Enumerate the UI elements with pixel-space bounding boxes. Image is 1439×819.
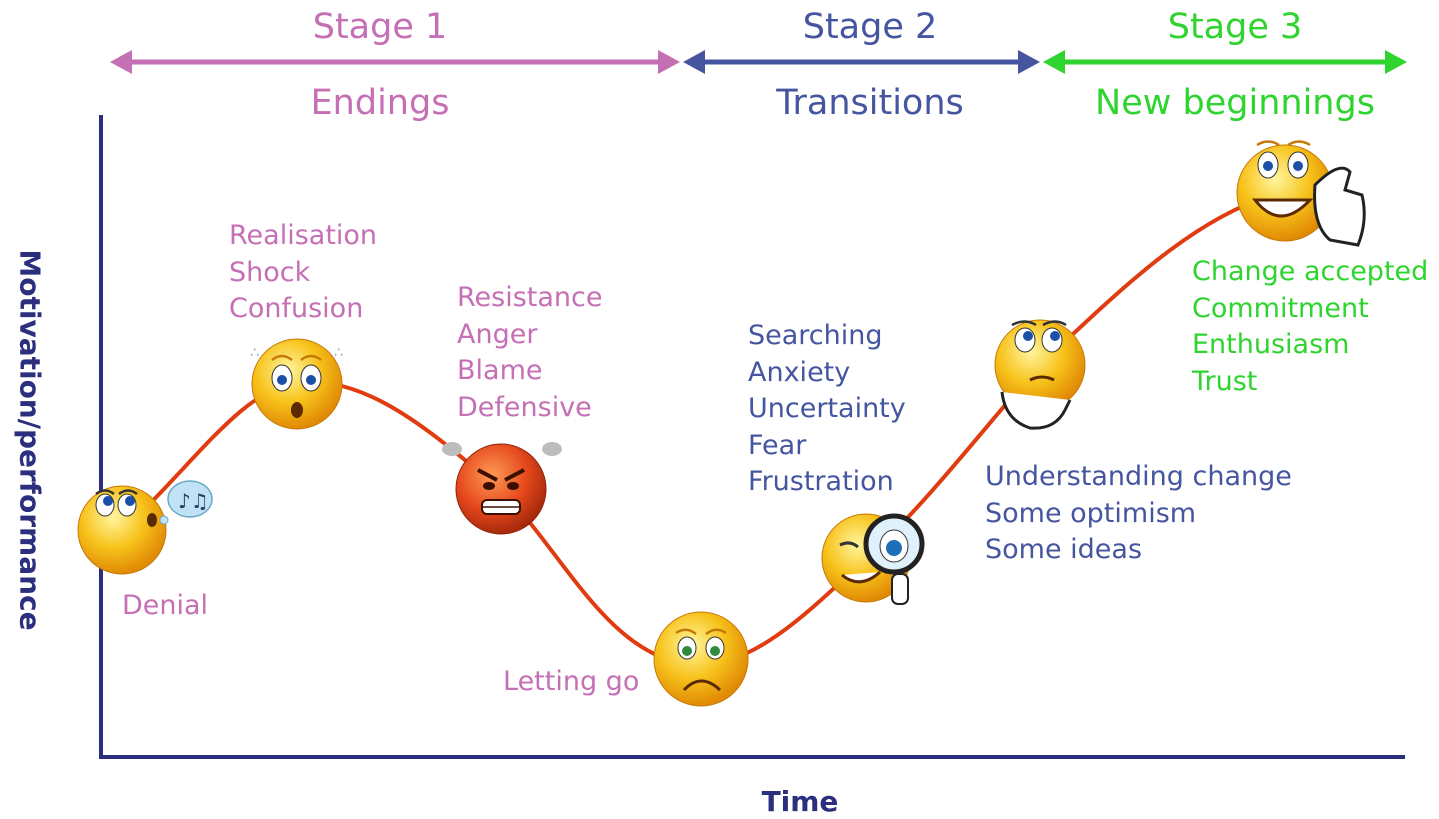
label-line: Trust bbox=[1192, 365, 1258, 397]
surprised-face-icon: ∴ ∴ bbox=[250, 338, 343, 430]
stage-2-header: Stage 2 Transitions bbox=[720, 7, 1020, 123]
label-line: Some optimism bbox=[985, 497, 1197, 529]
stage-2-arrow bbox=[683, 50, 1040, 74]
label-understanding: Understanding change Some optimism Some … bbox=[985, 459, 1292, 569]
sad-face-icon bbox=[653, 611, 749, 707]
stage-1-subtitle: Endings bbox=[310, 83, 450, 123]
label-line: Commitment bbox=[1192, 292, 1369, 324]
label-line: Anxiety bbox=[748, 356, 851, 388]
label-denial: Denial bbox=[122, 588, 208, 625]
label-resistance: Resistance Anger Blame Defensive bbox=[457, 280, 603, 426]
label-line: Searching bbox=[748, 320, 883, 351]
stage-1-arrow bbox=[110, 50, 680, 74]
label-line: Enthusiasm bbox=[1192, 329, 1350, 360]
angry-face-icon bbox=[442, 442, 562, 535]
label-line: Shock bbox=[229, 256, 311, 288]
label-line: Frustration bbox=[748, 466, 894, 497]
stage-1-title: Stage 1 bbox=[312, 7, 448, 47]
label-line: Understanding change bbox=[985, 461, 1292, 492]
svg-text:∴: ∴ bbox=[250, 345, 259, 361]
label-line: Resistance bbox=[457, 282, 603, 313]
label-letting-go: Letting go bbox=[503, 664, 639, 701]
svg-text:∴: ∴ bbox=[334, 345, 343, 361]
thumbs-up-face-icon bbox=[1236, 140, 1366, 247]
stage-3-header: Stage 3 New beginnings bbox=[1070, 7, 1400, 123]
thinking-denial-face-icon: ♪♫ bbox=[77, 480, 213, 575]
stage-2-title: Stage 2 bbox=[802, 7, 938, 47]
pondering-face-icon bbox=[994, 319, 1086, 430]
svg-text:♪♫: ♪♫ bbox=[178, 489, 209, 513]
label-line: Denial bbox=[122, 590, 209, 621]
label-line: Some ideas bbox=[985, 534, 1143, 565]
label-searching: Searching Anxiety Uncertainty Fear Frust… bbox=[748, 318, 906, 501]
label-line: Uncertainty bbox=[748, 393, 906, 424]
stage-3-subtitle: New beginnings bbox=[1095, 83, 1375, 123]
label-line: Letting go bbox=[503, 666, 640, 697]
stage-3-arrow bbox=[1043, 50, 1407, 74]
label-shock: Realisation Shock Confusion bbox=[229, 218, 377, 328]
label-line: Fear bbox=[748, 429, 807, 461]
label-line: Anger bbox=[457, 318, 538, 350]
label-line: Defensive bbox=[457, 391, 592, 423]
label-line: Confusion bbox=[229, 293, 364, 324]
x-axis-title: Time bbox=[761, 785, 839, 818]
label-acceptance: Change accepted Commitment Enthusiasm Tr… bbox=[1192, 254, 1428, 400]
label-line: Realisation bbox=[229, 220, 378, 251]
magnifier-face-icon bbox=[821, 513, 925, 605]
y-axis-title-text: Motivation/performance bbox=[13, 249, 47, 631]
stage-2-subtitle: Transitions bbox=[776, 83, 964, 123]
stage-1-header: Stage 1 Endings bbox=[200, 7, 560, 123]
stage-3-title: Stage 3 bbox=[1167, 7, 1303, 47]
label-line: Change accepted bbox=[1192, 256, 1429, 287]
label-line: Blame bbox=[457, 355, 543, 386]
